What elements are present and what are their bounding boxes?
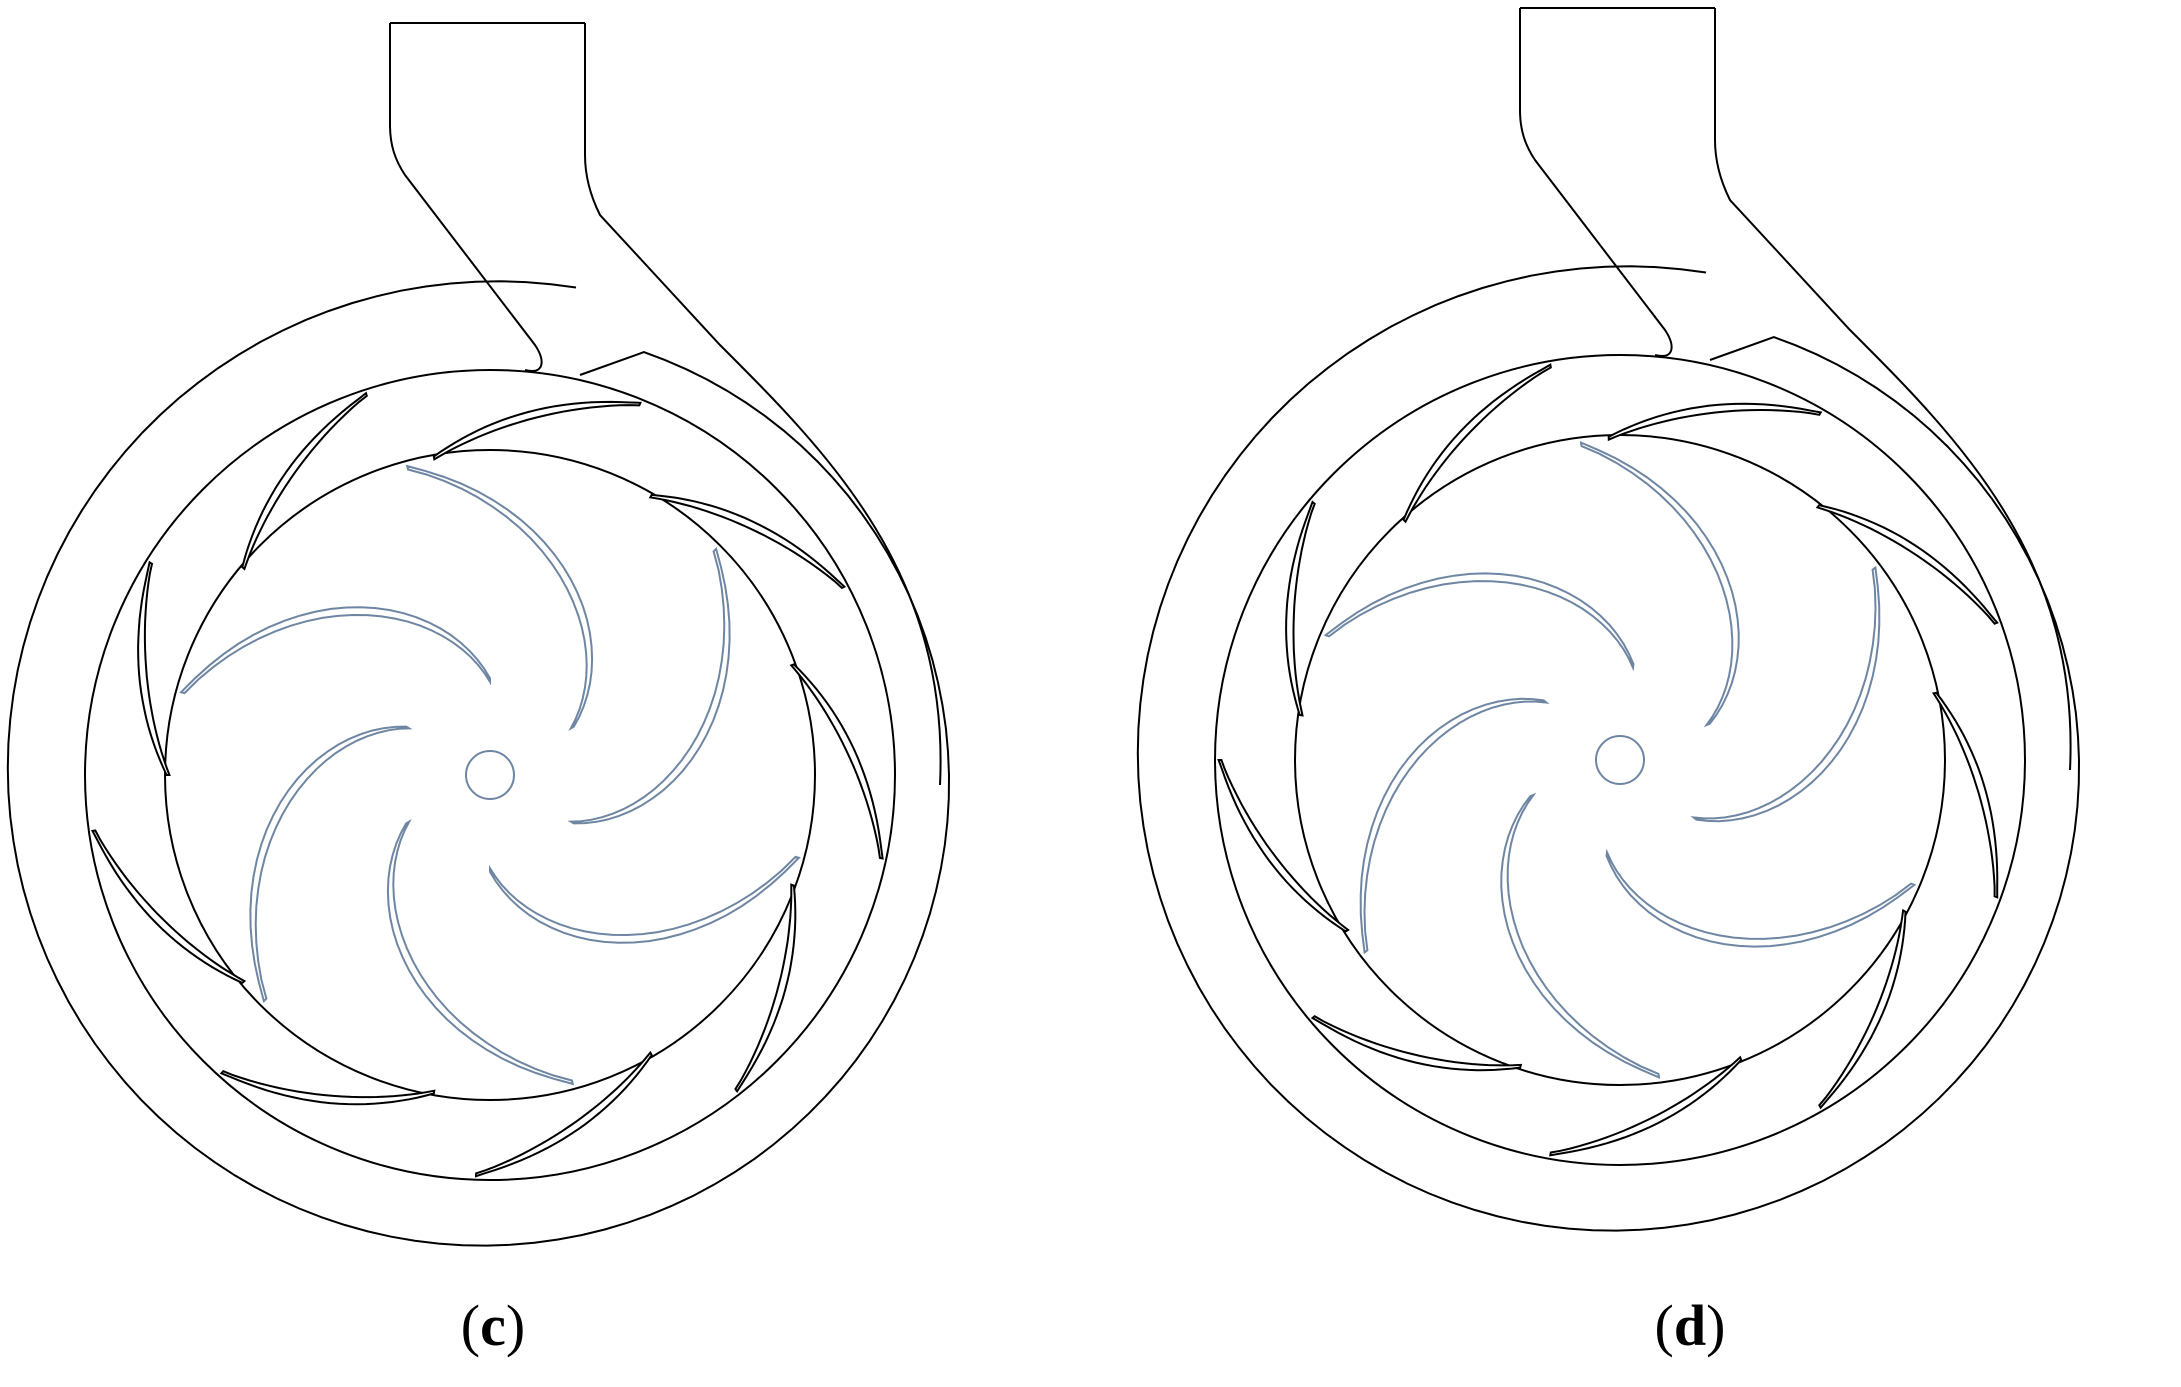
diffuser-vane-c-8 bbox=[137, 560, 171, 776]
diffuser-outer-ring-c bbox=[84, 369, 896, 1181]
diffuser-vane-d-2 bbox=[1815, 504, 1999, 625]
volute-spiral-c bbox=[6, 280, 951, 1247]
diffuser-vane-c-7 bbox=[90, 829, 247, 985]
impeller-blade-d-3 bbox=[1605, 848, 1917, 948]
caption-c: (c) bbox=[393, 1286, 593, 1366]
diffuser-vane-c-4 bbox=[734, 883, 797, 1094]
impeller-blade-c-4 bbox=[386, 818, 575, 1086]
diffuser-vane-d-9 bbox=[1402, 363, 1552, 524]
diffuser-vane-d-1 bbox=[1607, 402, 1823, 442]
caption-d: (d) bbox=[1590, 1286, 1790, 1366]
diffuser-vane-c-3 bbox=[789, 663, 884, 860]
pump-diagram-d bbox=[1090, 0, 2180, 1387]
diffuser-vane-c-2 bbox=[648, 493, 847, 590]
pump-diagram-c bbox=[0, 0, 1090, 1387]
diffuser-vane-c-5 bbox=[474, 1050, 653, 1178]
diffuser-vane-d-8 bbox=[1285, 500, 1316, 717]
impeller-hub-c bbox=[465, 750, 515, 800]
impeller-blade-d-4 bbox=[1500, 792, 1661, 1080]
discharge-outer-wall-c bbox=[584, 23, 942, 786]
impeller-blade-c-1 bbox=[405, 464, 594, 732]
diffuser-vane-d-5 bbox=[1549, 1055, 1743, 1157]
volute-spiral-d bbox=[1136, 265, 2081, 1232]
diffuser-outer-ring-d bbox=[1214, 354, 2026, 1166]
caption-c-open: ( bbox=[460, 1293, 481, 1358]
impeller-blade-d-2 bbox=[1690, 565, 1881, 823]
impeller-blade-d-6 bbox=[1323, 572, 1635, 672]
diffuser-vane-d-4 bbox=[1818, 908, 1907, 1110]
impeller-blade-c-5 bbox=[249, 725, 413, 1004]
pump-cross-section-d bbox=[1136, 7, 2081, 1232]
diffuser-vane-d-7 bbox=[1217, 759, 1350, 933]
diffuser-vane-d-3 bbox=[1931, 691, 1999, 899]
pump-cross-section-c bbox=[6, 22, 951, 1247]
impeller-blade-c-2 bbox=[567, 546, 731, 825]
impeller-blade-c-3 bbox=[489, 855, 801, 944]
diffuser-vane-d-6 bbox=[1310, 1014, 1523, 1072]
diffuser-vane-c-6 bbox=[219, 1070, 436, 1106]
caption-d-letter: d bbox=[1673, 1293, 1707, 1358]
impeller-outer-circle-d bbox=[1294, 434, 1946, 1086]
caption-d-open: ( bbox=[1654, 1293, 1674, 1358]
discharge-outer-wall-d bbox=[1714, 8, 2072, 771]
impeller-blade-d-5 bbox=[1359, 697, 1550, 955]
impeller-blade-d-1 bbox=[1579, 440, 1740, 728]
caption-d-close: ) bbox=[1706, 1293, 1726, 1358]
impeller-hub-d bbox=[1595, 735, 1645, 785]
discharge-inner-wall-d bbox=[1519, 8, 1673, 357]
discharge-inner-wall-c bbox=[389, 23, 543, 372]
impeller-outer-circle-c bbox=[164, 449, 816, 1101]
caption-c-close: ) bbox=[505, 1293, 526, 1358]
impeller-blade-c-6 bbox=[179, 606, 491, 695]
caption-c-letter: c bbox=[480, 1293, 506, 1358]
diffuser-vane-c-9 bbox=[241, 391, 368, 571]
diffuser-vane-c-1 bbox=[432, 400, 642, 461]
